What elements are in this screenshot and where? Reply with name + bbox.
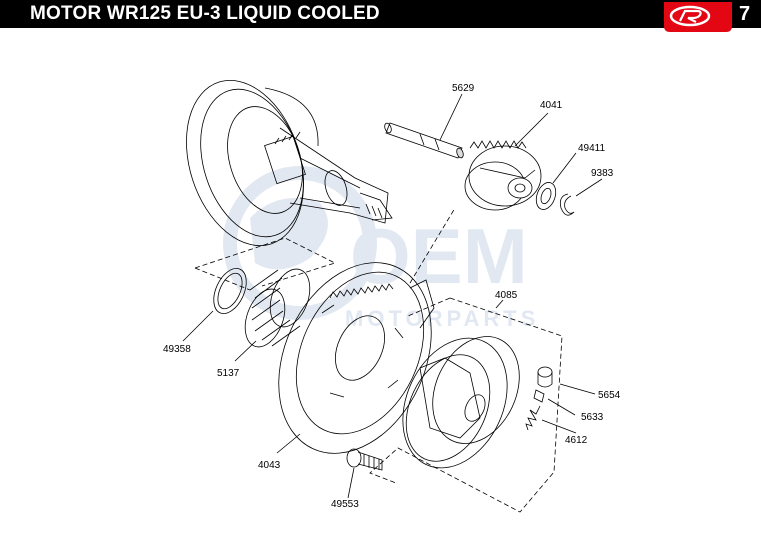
label-5633: 5633 <box>581 412 604 423</box>
crankshaft-assembly <box>186 79 393 247</box>
part-5654-roller <box>537 366 553 388</box>
part-4043-starter-gear <box>278 262 435 454</box>
label-5654: 5654 <box>598 390 621 401</box>
part-49553-bolt <box>346 448 383 471</box>
part-49358-washer <box>213 268 247 314</box>
label-5629: 5629 <box>452 83 475 94</box>
label-49358: 49358 <box>163 344 191 355</box>
exploded-parts-diagram: OEM MOTORPARTS <box>163 79 621 513</box>
watermark-subtitle: MOTORPARTS <box>345 306 539 331</box>
part-4612-spring <box>525 405 541 431</box>
header-bar: MOTOR WR125 EU-3 LIQUID COOLED 7 <box>0 0 761 32</box>
label-4085: 4085 <box>495 290 518 301</box>
page-title: MOTOR WR125 EU-3 LIQUID COOLED <box>30 3 380 24</box>
label-49553: 49553 <box>331 499 359 510</box>
label-4041: 4041 <box>540 100 563 111</box>
part-5137-needle-bearing <box>244 268 311 348</box>
part-5633-cap <box>533 389 545 403</box>
label-4043: 4043 <box>258 460 281 471</box>
part-4085-clutch-housing <box>402 336 520 469</box>
leader-lines <box>182 93 603 499</box>
page-number: 7 <box>739 3 751 25</box>
label-5137: 5137 <box>217 368 240 379</box>
label-49411: 49411 <box>578 143 606 154</box>
label-9383: 9383 <box>591 168 614 179</box>
part-4041-gear <box>464 140 542 211</box>
part-labels: 5629 4041 49411 9383 4085 49358 5137 565… <box>163 83 621 510</box>
brand-logo <box>664 2 732 32</box>
part-5629-shaft <box>384 122 464 159</box>
watermark-brand: OEM <box>350 212 528 300</box>
label-4612: 4612 <box>565 435 588 446</box>
watermark-logo: OEM MOTORPARTS <box>223 166 539 331</box>
assembly-dashed-lines <box>194 207 563 513</box>
part-49411-washer <box>535 182 557 210</box>
part-9383-circlip <box>559 193 575 216</box>
